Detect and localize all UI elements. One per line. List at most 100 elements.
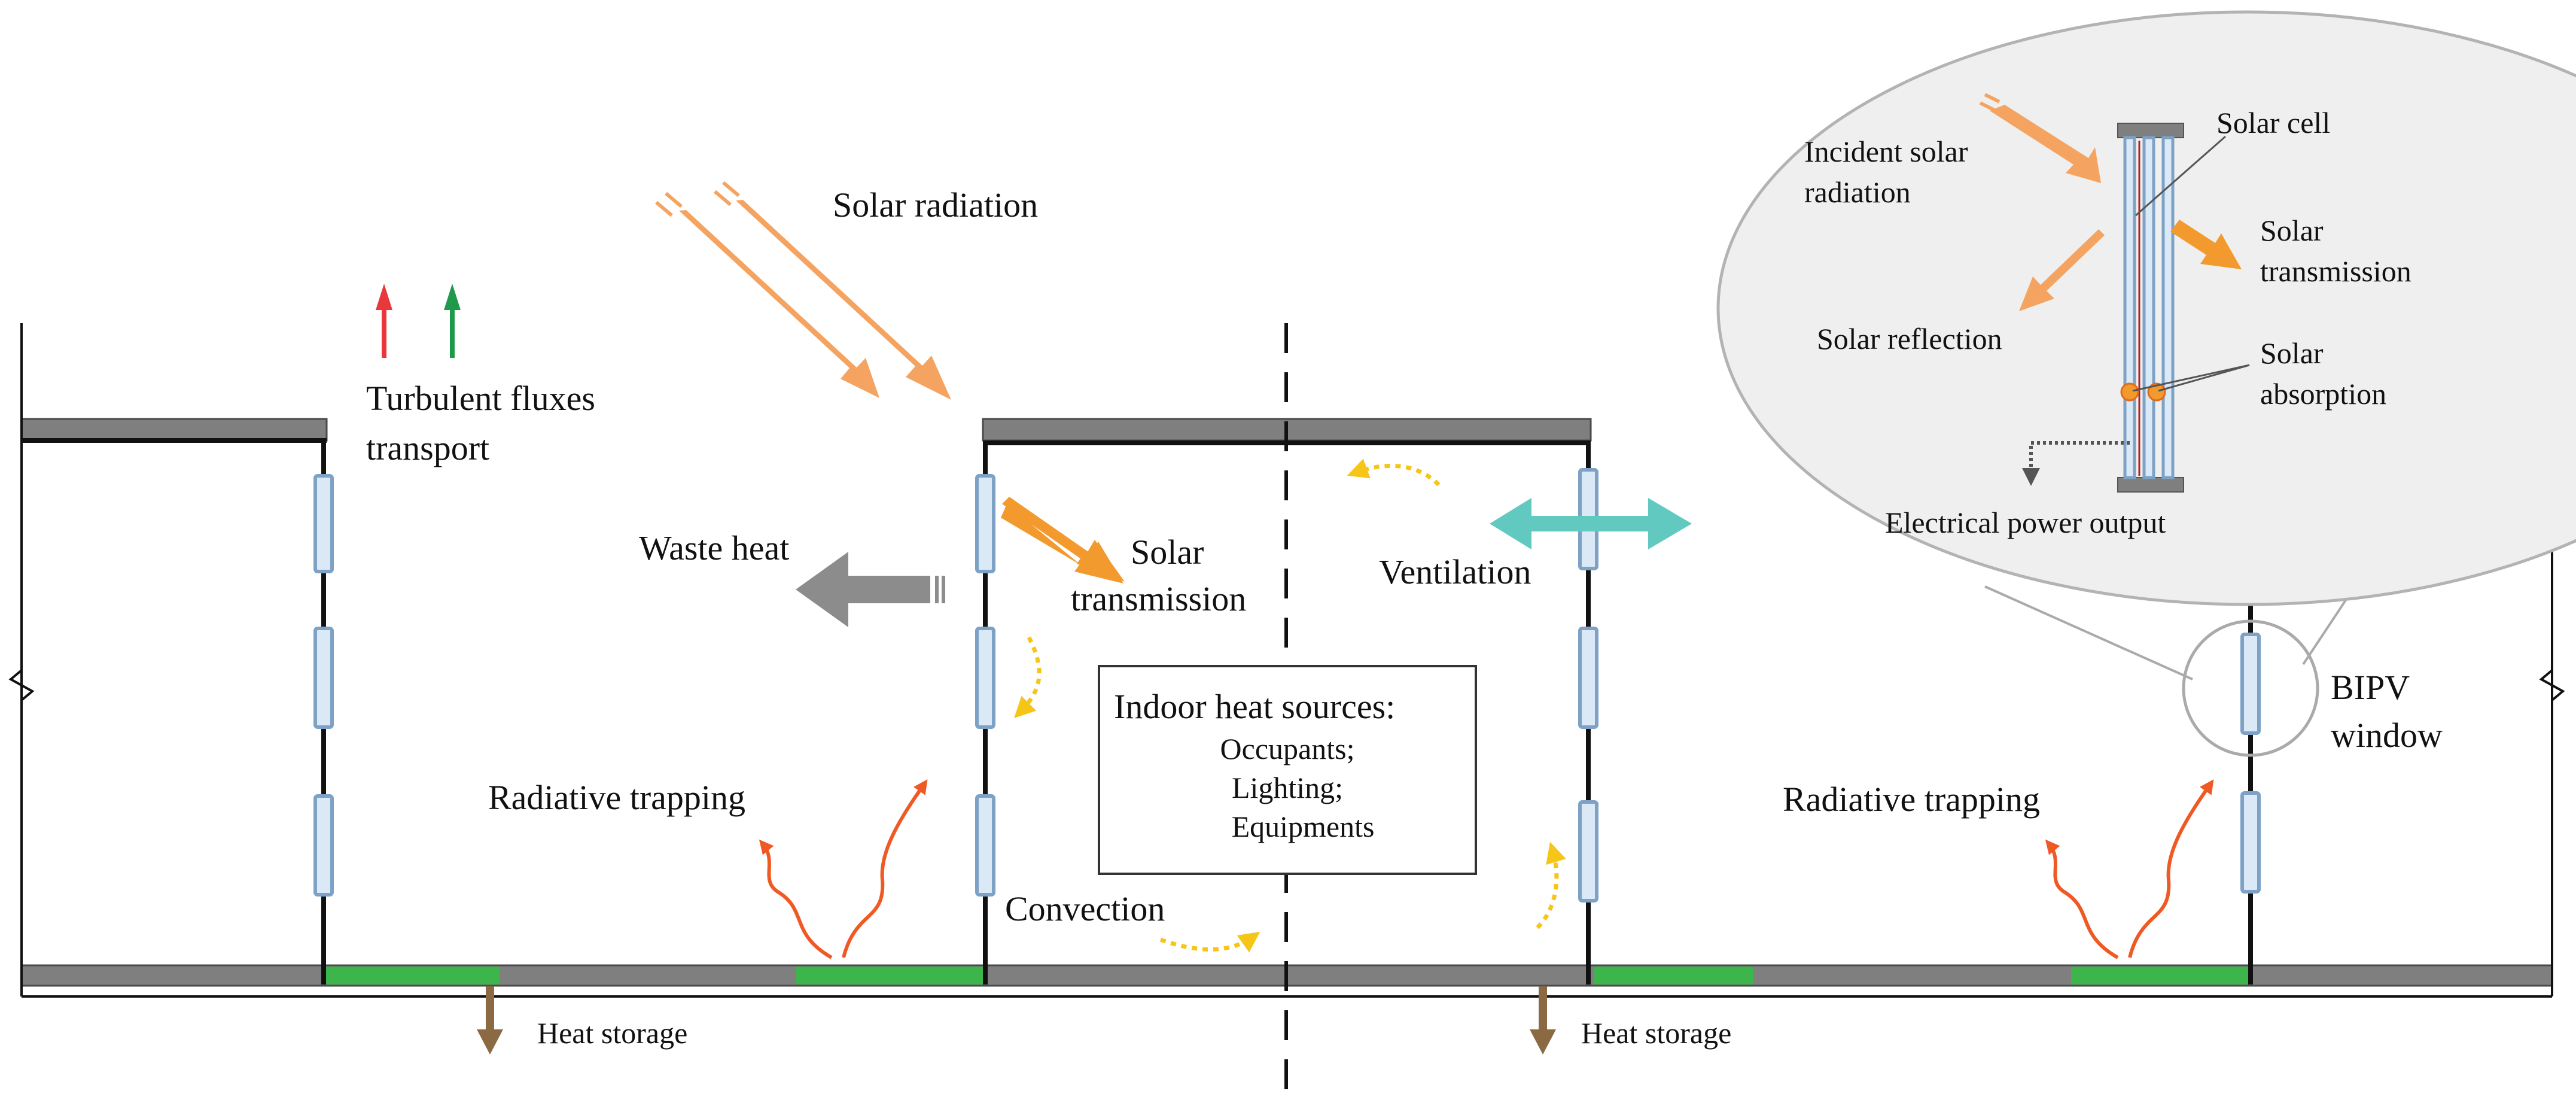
waste-heat-tail xyxy=(942,576,945,603)
bipv-window xyxy=(975,627,995,729)
incident-label: Incident solar xyxy=(1804,135,1968,168)
solar-ray-arrow xyxy=(736,200,951,400)
radiative-wave-arrow xyxy=(842,779,928,958)
solar-radiation-label: Solar radiation xyxy=(833,186,1038,224)
convection-arrow xyxy=(1536,841,1566,929)
break-symbol xyxy=(2539,669,2565,701)
bipv-window xyxy=(1578,800,1598,903)
inset-pane xyxy=(2161,136,2175,479)
heat-storage-arrow xyxy=(477,1029,503,1055)
bipv-window xyxy=(975,794,995,897)
green-surface xyxy=(326,967,500,985)
waste-heat-label: Waste heat xyxy=(639,528,789,567)
bipv-inset: Incident solar radiation Solar cell Sola… xyxy=(1716,10,2576,757)
radiative-trapping-right xyxy=(2045,779,2214,959)
inset-pane xyxy=(2123,136,2136,479)
absorption-label: absorption xyxy=(2260,377,2386,411)
incident-ray-tail xyxy=(1984,93,2000,104)
inset-bottom-cap xyxy=(2117,477,2184,493)
bipv-window xyxy=(313,794,334,897)
transmission-label: Solar xyxy=(2260,214,2324,247)
solar-cell-callout xyxy=(2135,135,2226,217)
inset-top-cap xyxy=(2117,123,2184,138)
solar-cell-label: Solar cell xyxy=(2216,106,2330,139)
solar-transmission-arrow xyxy=(1002,497,1123,584)
heat-storage-left: Heat storage xyxy=(477,986,687,1055)
indoor-box xyxy=(1098,665,1477,875)
inset-pane xyxy=(2142,136,2155,479)
magnifier-circle xyxy=(2182,619,2319,757)
indoor-item: Occupants; xyxy=(1220,732,1355,765)
incident-ray-tail xyxy=(1979,101,1996,112)
heat-storage-label: Heat storage xyxy=(537,1016,687,1050)
convection-arrow xyxy=(1347,458,1441,487)
heat-storage-arrow xyxy=(486,986,494,1035)
solar-reflection-arrow xyxy=(2019,229,2105,311)
ray-tail xyxy=(722,181,740,197)
absorption-dot xyxy=(2120,382,2139,402)
absorption-callout xyxy=(2158,364,2250,392)
solar-transmission-arrow xyxy=(2170,220,2242,269)
reflection-label: Solar reflection xyxy=(1817,322,2002,355)
ray-tail xyxy=(714,190,732,206)
absorption-dot xyxy=(2147,382,2166,402)
absorption-label: Solar xyxy=(2260,336,2324,370)
turbulent-fluxes: Turbulent fluxes transport xyxy=(366,284,595,467)
heat-storage-arrow xyxy=(1539,986,1547,1035)
turbulent-label: Turbulent fluxes xyxy=(366,379,595,418)
heat-storage-label: Heat storage xyxy=(1581,1016,1731,1050)
radiative-wave-arrow xyxy=(2045,839,2119,959)
waste-heat-tail xyxy=(935,576,939,603)
ventilation: Ventilation xyxy=(1379,498,1692,591)
bipv-window xyxy=(313,474,334,573)
zoom-line xyxy=(1984,585,2193,680)
bipv-window xyxy=(1578,627,1598,729)
radiative-trapping-left xyxy=(759,779,928,959)
turbulent-label: transport xyxy=(366,429,489,467)
convection-arrows xyxy=(1014,458,1566,953)
incident-solar-arrow xyxy=(1990,105,2101,183)
green-surface xyxy=(2071,967,2252,985)
waste-heat: Waste heat xyxy=(639,528,945,627)
break-symbol xyxy=(8,669,35,701)
ventilation-double-arrow xyxy=(1490,498,1692,549)
solar-transmission: Solar transmission xyxy=(1001,497,1246,618)
turbulent-up-arrow-green xyxy=(444,284,461,310)
ventilation-label: Ventilation xyxy=(1379,552,1531,591)
green-surface xyxy=(796,967,984,985)
indoor-item: Lighting; xyxy=(1232,771,1343,804)
bipv-window xyxy=(313,627,334,729)
turbulent-up-arrow-red xyxy=(376,284,392,310)
indoor-item: Equipments xyxy=(1232,810,1375,843)
bipv-label: BIPV xyxy=(2331,668,2410,707)
solar-radiation: Solar radiation xyxy=(655,181,1038,400)
convection-arrow xyxy=(1014,636,1042,718)
power-output-label: Electrical power output xyxy=(1885,506,2166,539)
transmission-label: transmission xyxy=(2260,254,2411,288)
waste-heat-arrow xyxy=(796,552,930,627)
solar-transmission-label: Solar xyxy=(1131,533,1204,572)
convection-arrow xyxy=(1159,931,1260,953)
ray-tail xyxy=(665,192,683,208)
heat-storage-right: Heat storage xyxy=(1530,986,1731,1055)
solar-ray-arrow xyxy=(679,210,879,398)
bipv-window xyxy=(975,474,995,573)
indoor-title: Indoor heat sources: xyxy=(1114,687,1395,726)
heat-storage-arrow xyxy=(1530,1029,1556,1055)
left-roof xyxy=(20,418,328,442)
ray-tail xyxy=(655,200,673,217)
bipv-window xyxy=(2240,633,2261,735)
radiative-trapping-label: Radiative trapping xyxy=(488,778,745,817)
radiative-wave-arrow xyxy=(2128,779,2214,958)
radiative-wave-arrow xyxy=(759,839,833,959)
absorption-callout xyxy=(2132,364,2250,392)
solar-transmission-label: transmission xyxy=(1071,579,1246,618)
incident-label: radiation xyxy=(1804,175,1911,209)
convection-label: Convection xyxy=(1005,889,1165,928)
green-surface xyxy=(1594,967,1753,985)
power-output-line xyxy=(2022,441,2130,486)
bipv-windows xyxy=(313,468,2261,903)
indoor-heat-sources: Indoor heat sources: Occupants; Lighting… xyxy=(1098,665,1477,875)
radiative-trapping-label: Radiative trapping xyxy=(1783,780,2040,819)
